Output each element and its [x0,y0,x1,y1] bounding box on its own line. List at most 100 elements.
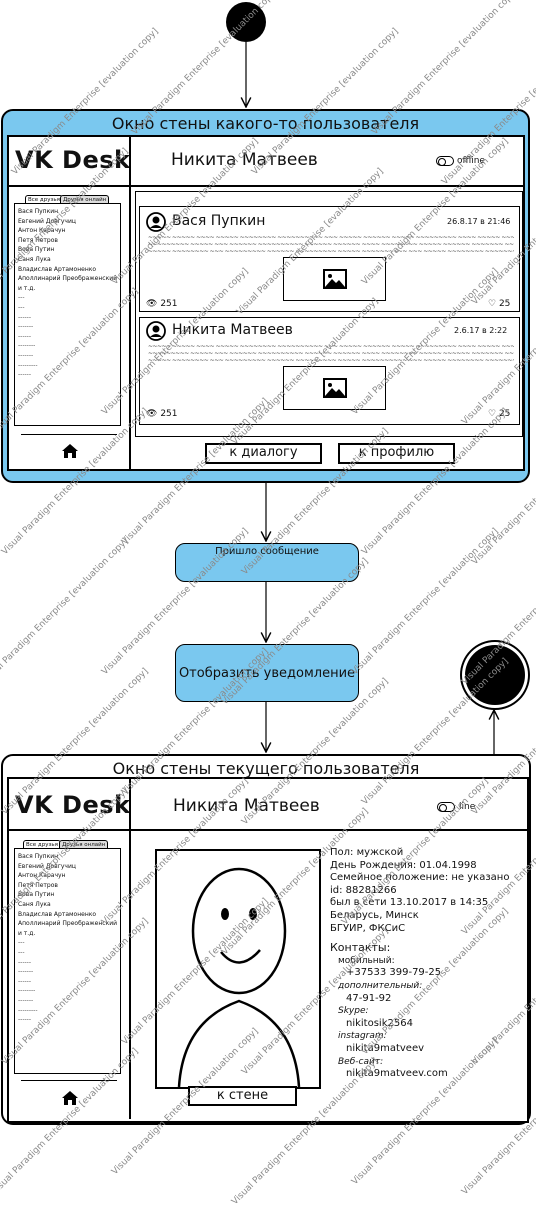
placeholder-line: -------- [18,987,36,995]
wall-other-user-frame: Окно стены какого-то пользователя VK Des… [1,109,530,483]
frame-title: Окно стены текущего пользователя [112,759,420,778]
status-text: offline [457,156,485,166]
likes-counter[interactable]: ♡ 25 [488,299,510,309]
likes-count: 25 [498,299,511,309]
contact-value[interactable]: nikita9matveev.com [346,1068,448,1080]
placeholder-line: --- [18,939,25,947]
contact-value: nikita9matveev [346,1042,425,1054]
placeholder-line: ------ [18,958,31,966]
friend-item[interactable]: Евгений Довгучиц [18,217,76,225]
home-icon[interactable] [61,443,79,459]
likes-count: 25 [498,409,511,419]
views-count: 251 [160,299,178,309]
action-label: Отобразить уведомление [178,666,356,681]
placeholder-line: --- [18,303,25,311]
views-count: 251 [160,409,178,419]
contacts-title: Контакты: [330,941,391,955]
info-last-seen: был в сети 13.10.2017 в 14:35 [330,897,489,909]
image-icon [323,269,347,289]
post-card: Никита Матвеев 2.6.17 в 2:22 ~~~~~ ~~~~~… [139,317,520,425]
to-profile-button[interactable]: к профилю [338,443,455,464]
likes-counter[interactable]: ♡ 25 [488,409,510,419]
friend-item[interactable]: Петя Петров [18,236,58,244]
friend-item[interactable]: Петя Петров [18,881,58,889]
user-name: Никита Матвеев [171,150,318,170]
friend-item[interactable]: Аполлинарий Преображенский [18,920,117,928]
placeholder-line: --------- [18,361,38,369]
post-image[interactable] [283,366,386,410]
post-text: ~~~~~ ~~~~~ ~~~~ ~~~~~ ~~~~~~~~ ~~~~~~~~… [148,343,514,364]
friend-item[interactable]: Вова Путин [18,246,55,254]
image-icon [323,378,347,398]
profile-info: Пол: мужской День Рождения: 01.04.1998 С… [330,847,509,1081]
placeholder-line: ------ [18,371,31,379]
avatar-icon [146,212,166,232]
status-toggle[interactable] [436,156,454,166]
placeholder-line: ------ [18,332,31,340]
friend-item[interactable]: Вася Пупкин [18,853,59,860]
window-mockup: VK Desk Никита Матвеев offline Все друзь… [7,135,525,471]
header-divider [129,137,131,185]
home-icon[interactable] [61,1090,79,1106]
wall-current-user-frame: Окно стены текущего пользователя VK Desk… [1,754,531,1125]
friend-item[interactable]: Вова Путин [18,891,55,899]
contact-value: nikitosik2564 [346,1017,413,1029]
post-card: Вася Пупкин 26.8.17 в 21:46 ~~~~~ ~~~~~ … [139,206,520,312]
placeholder-line: --- [18,948,25,956]
placeholder-line: -------- [18,342,36,350]
feed-area: Вася Пупкин 26.8.17 в 21:46 ~~~~~ ~~~~~ … [135,191,523,437]
friend-item[interactable]: Саня Лука [18,900,51,908]
friend-item[interactable]: и т.д. [18,929,36,937]
placeholder-line: ------- [18,323,34,331]
profile-photo[interactable] [155,849,321,1089]
to-wall-button[interactable]: к стене [188,1086,297,1106]
sidebar-divider [129,185,131,469]
friend-item[interactable]: Аполлинарий Преображенский [18,275,117,283]
placeholder-line: --------- [18,1006,38,1014]
friend-item[interactable]: Вася Пупкин [18,208,59,215]
frame-title: Окно стены какого-то пользователя [111,114,420,133]
post-date: 2.6.17 в 2:22 [454,326,508,335]
placeholder-line: ------- [18,351,34,359]
flow-connectors [0,42,536,754]
app-logo: VK Desk [15,791,131,819]
tab-online-friends[interactable]: Друзья онлайн [60,195,110,204]
header-line [9,185,523,187]
friends-list: Вася Пупкин Евгений Довгучиц Антон Карач… [14,848,121,1074]
friend-item[interactable]: Владислав Артамоненко [18,265,97,273]
contact-value: 47-91-92 [346,992,392,1004]
post-author[interactable]: Никита Матвеев [172,322,293,338]
post-author[interactable]: Вася Пупкин [172,213,266,229]
avatar-icon [146,321,166,341]
contact-label: Веб-сайт: [338,1056,384,1067]
friend-item[interactable]: Антон Карачун [18,227,66,235]
friend-item[interactable]: Саня Лука [18,255,51,263]
info-birthday: День Рождения: 01.04.1998 [330,859,477,871]
window-mockup: VK Desk Никита Матвеев line Все друзья Д… [7,777,529,1123]
sidebar-separator [21,434,117,435]
initial-node [226,2,266,42]
friend-item[interactable]: и т.д. [18,284,36,292]
action-label: Пришло сообщение [215,546,319,557]
friend-item[interactable]: Владислав Артамоненко [18,910,97,918]
friends-list: Вася Пупкин Евгений Довгучиц Антон Карач… [14,203,121,426]
contact-label: дополнительный: [338,980,423,991]
post-image[interactable] [283,257,386,301]
action-message-received: Пришло сообщение [175,543,359,582]
contact-value: +37533 399-79-25 [346,967,442,979]
tab-online-friends[interactable]: Друзья онлайн [59,840,109,849]
friend-item[interactable]: Антон Карачун [18,872,66,880]
smiley-face-icon [177,867,301,1088]
info-gender: Пол: мужской [330,847,404,858]
status-toggle[interactable] [437,802,455,812]
placeholder-line: --- [18,294,25,302]
post-date: 26.8.17 в 21:46 [447,217,511,226]
app-logo: VK Desk [15,146,131,174]
friend-item[interactable]: Евгений Довгучиц [18,862,76,870]
sidebar-separator [21,1080,117,1081]
info-location: Беларусь, Минск [330,909,419,921]
heart-icon: ♡ [488,299,497,309]
placeholder-line: ------ [18,1016,31,1024]
placeholder-line: ------ [18,977,31,985]
to-dialog-button[interactable]: к диалогу [205,443,322,464]
